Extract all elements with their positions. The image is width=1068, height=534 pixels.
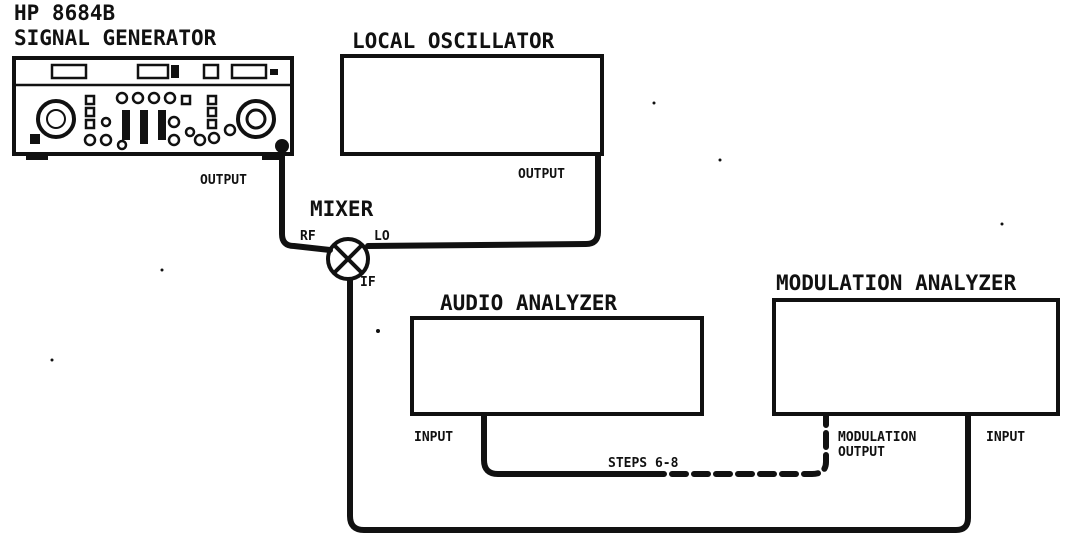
audio-analyzer-title: AUDIO ANALYZER [440, 291, 617, 315]
audio-analyzer-box [410, 316, 704, 416]
mixer-title: MIXER [310, 197, 374, 221]
signal-generator-front-panel-icon [12, 56, 294, 160]
modulation-output-label-line2: OUTPUT [838, 445, 885, 460]
signal-generator-name-label: SIGNAL GENERATOR [14, 26, 217, 50]
cable-mixer-if-to-modulation-input [347, 277, 971, 533]
local-oscillator-title: LOCAL OSCILLATOR [352, 29, 555, 53]
modulation-analyzer-title: MODULATION ANALYZER [776, 271, 1017, 295]
cable-generator-to-mixer-rf [279, 149, 333, 253]
signal-generator-output-label: OUTPUT [200, 173, 247, 188]
mixer-rf-label: RF [300, 229, 316, 244]
local-oscillator-box [340, 54, 604, 156]
mixer-lo-label: LO [374, 229, 390, 244]
audio-analyzer: AUDIO ANALYZER INPUT [410, 291, 704, 445]
cables [279, 149, 971, 533]
cable-modulation-output-dashed [647, 413, 829, 477]
mixer-if-label: IF [360, 275, 376, 290]
signal-generator-model-label: HP 8684B [14, 1, 115, 25]
local-oscillator: LOCAL OSCILLATOR OUTPUT [340, 29, 604, 182]
steps-label: STEPS 6-8 [608, 456, 679, 471]
mixer: MIXER RF LO IF [300, 197, 390, 290]
audio-analyzer-input-label: INPUT [414, 430, 453, 445]
cable-modulation-output-to-audio-input [481, 413, 653, 477]
signal-generator: HP 8684B SIGNAL GENERATOR [12, 1, 294, 188]
modulation-analyzer-input-label: INPUT [986, 430, 1025, 445]
signal-generator-output-connector [275, 139, 289, 153]
cable-oscillator-to-mixer-lo [365, 153, 601, 249]
modulation-output-label-line1: MODULATION [838, 430, 916, 445]
modulation-analyzer-box [772, 298, 1060, 416]
modulation-analyzer: MODULATION ANALYZER MODULATION OUTPUT IN… [772, 271, 1060, 460]
mixer-symbol-icon [326, 237, 370, 281]
local-oscillator-output-label: OUTPUT [518, 167, 565, 182]
scan-speck-marks [50, 101, 1004, 362]
